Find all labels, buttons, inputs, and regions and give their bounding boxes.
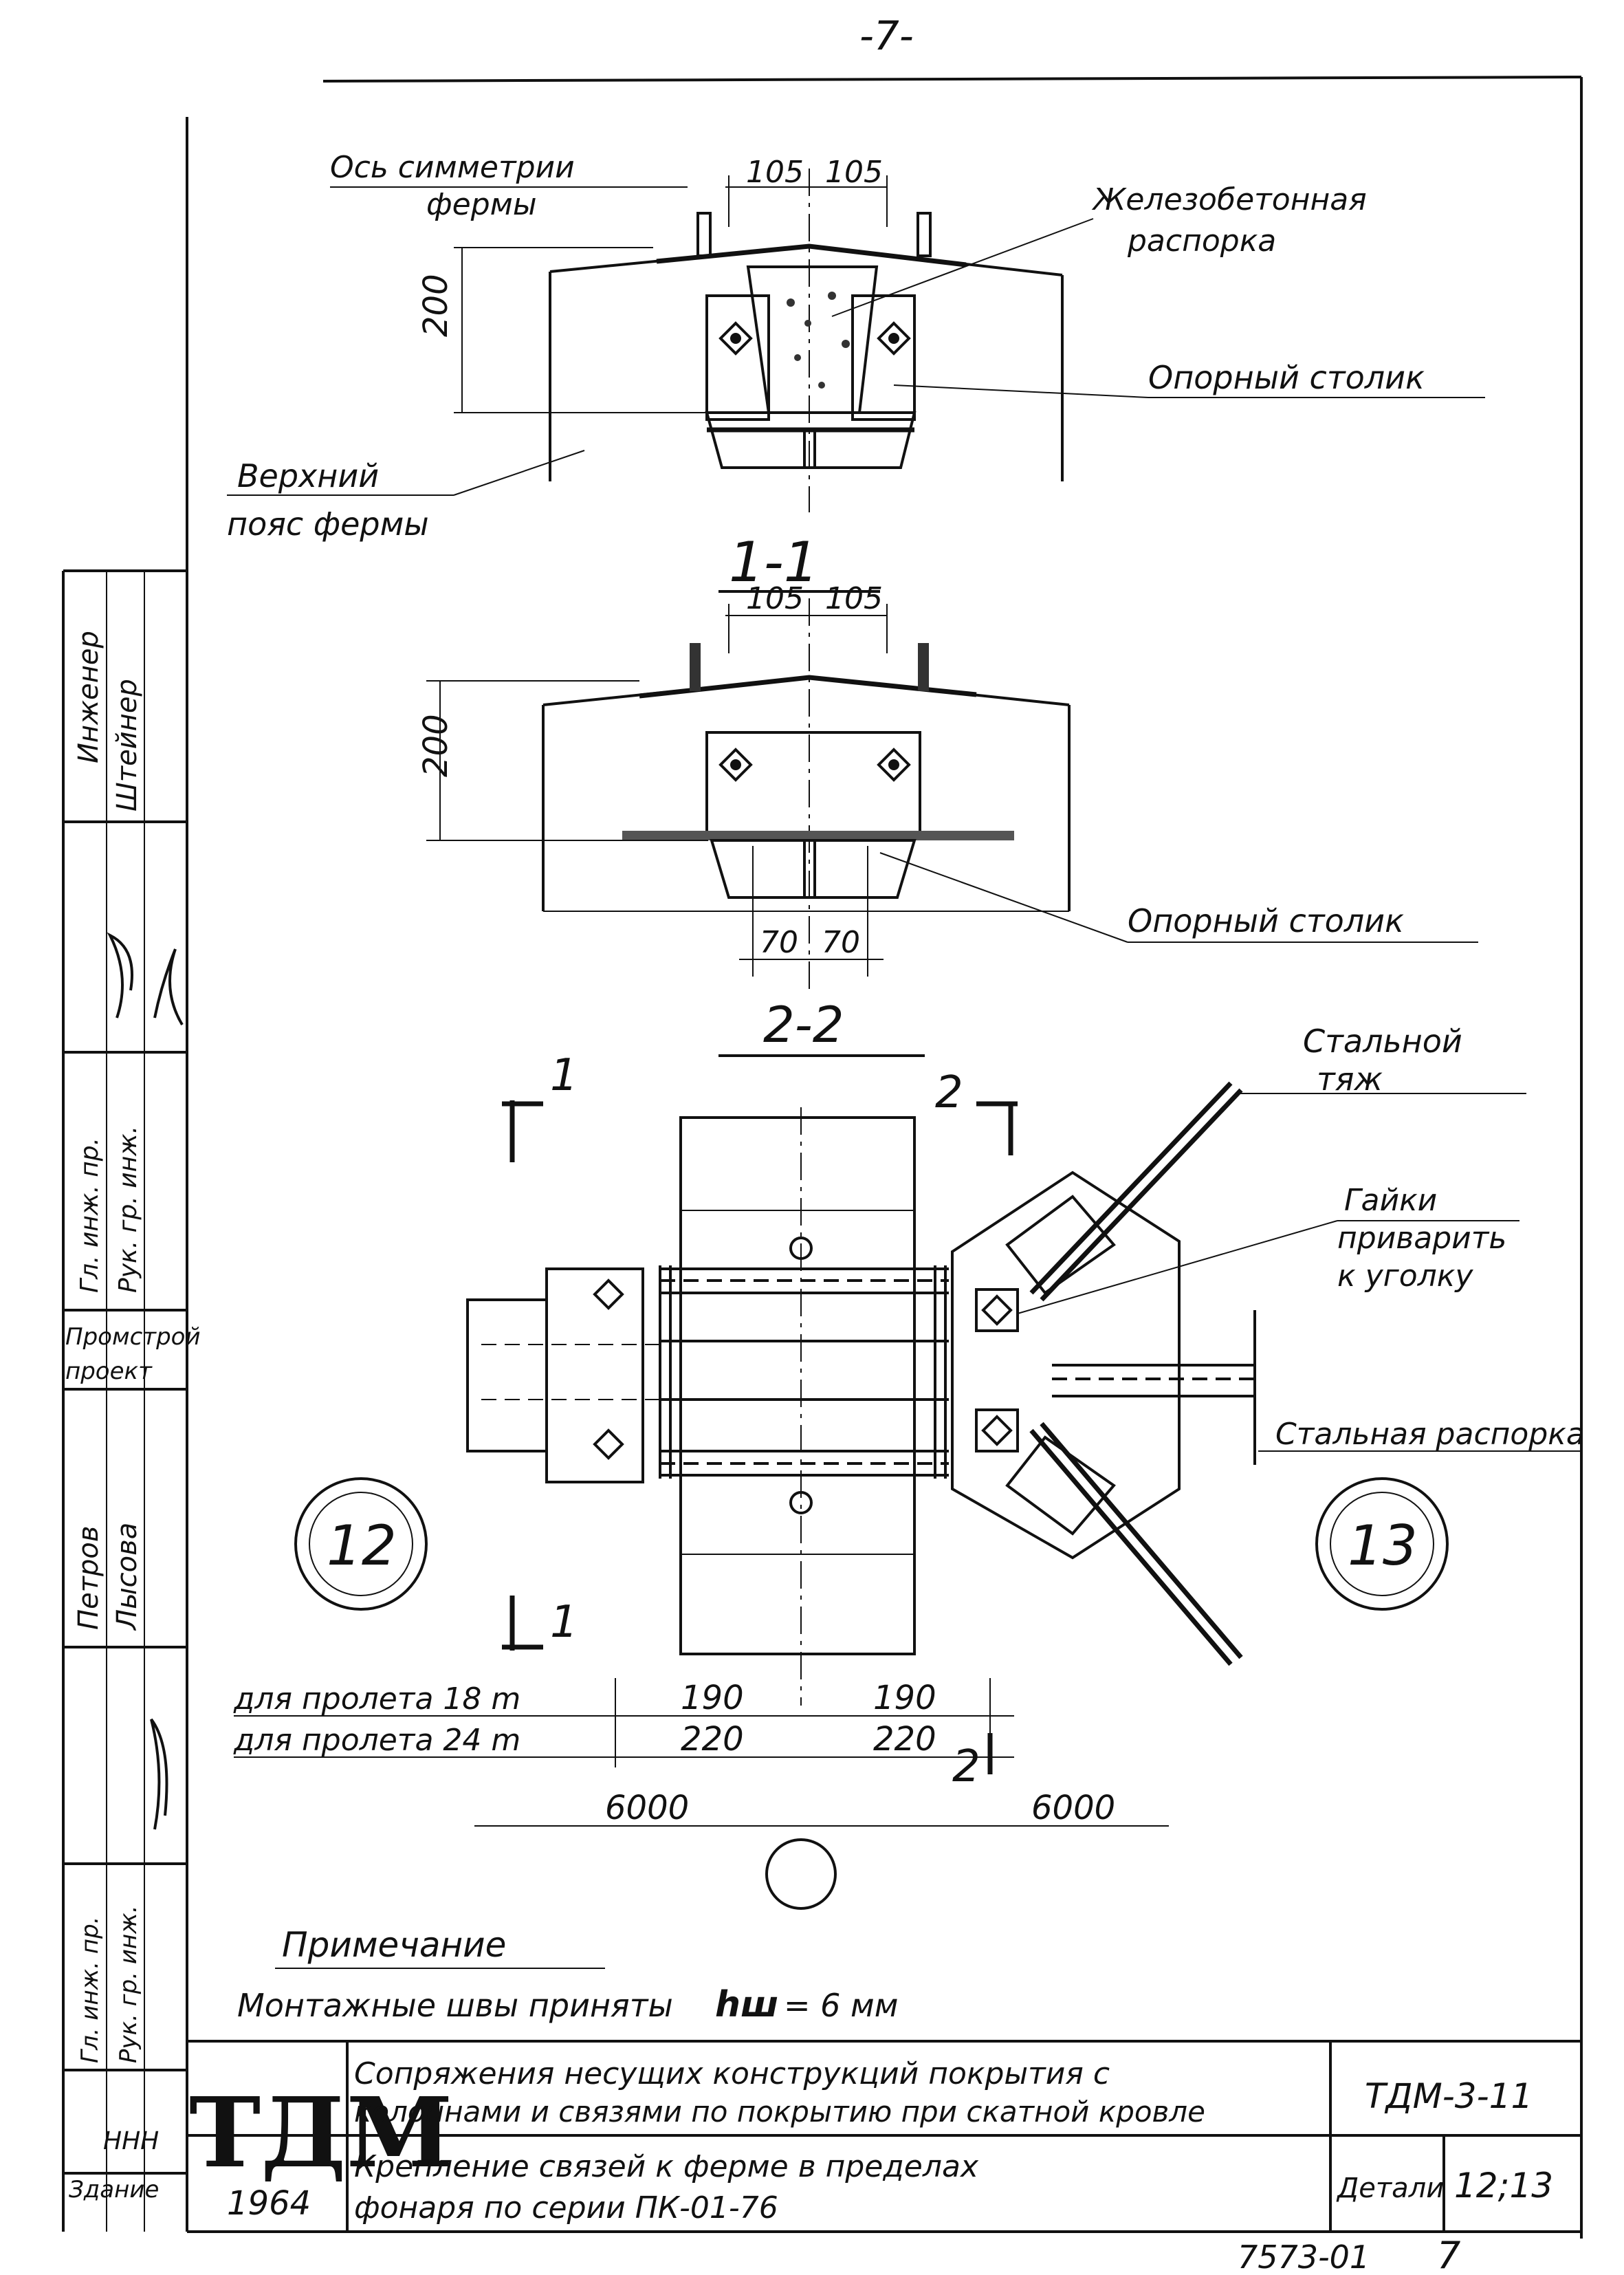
tie-label-2: тяж [1317,1060,1383,1098]
nut-bottom [975,1408,1019,1452]
symmetry-axis-label-2: фермы [426,187,537,222]
detail-label: Детали [1336,2173,1444,2204]
concrete-label-1: Железобетонная [1091,182,1367,217]
support-label-top: Опорный столик [1148,359,1425,396]
doc-code: ТДМ-3-11 [1365,2076,1533,2116]
support-plate-right [851,294,916,421]
nut-top [975,1288,1019,1332]
nuts-label-3: к уголку [1337,1259,1473,1294]
bolt-right [877,321,911,356]
top-chord-upper [549,244,1063,276]
cut-mark-right-top: 2 [935,1067,963,1118]
stamp-role-2: Гл. инж. пр. [76,1138,104,1293]
node-circle-13 [1315,1477,1449,1611]
left-strut-stub [466,1298,548,1452]
section-2-title: 2-2 [763,996,844,1054]
stamp-role-8: ННН [103,2127,159,2155]
subtitle-line-2: фонаря по серии ПК-01-76 [354,2190,778,2225]
s1-dim-right: 105 [825,581,883,616]
tie-rod-top [1029,1081,1233,1295]
dim-24-left: 220 [681,1720,744,1759]
anchor-stud-left [696,212,712,257]
stamp-role-7: Рук. гр. инж. [115,1905,142,2063]
span-24-label: для пролета 24 m [233,1723,520,1758]
section-1-1: 1-1 105 105 200 70 70 Опорный столик [417,530,1478,990]
s1-bottom-dim-right: 70 [822,925,860,960]
cut-mark-right-bottom: 2 [952,1741,980,1792]
s1-dim-left: 105 [746,581,804,616]
stamp-org-2: проект [65,1358,153,1385]
signature-3 [150,1718,168,1830]
support-plate-left [705,294,770,421]
tie-label-1: Стальной [1303,1023,1462,1060]
subtitle-line-1: Крепление связей к ферме в пределах [354,2149,979,2184]
concrete-label-2: распорка [1127,224,1276,259]
bracing-bars [659,1265,949,1479]
top-height-dim: 200 [417,274,455,337]
bolt-left [718,321,753,356]
span-left: 6000 [605,1789,689,1827]
node-label-12: 12 [327,1514,397,1578]
span-right: 6000 [1031,1789,1115,1827]
node-label-13: 13 [1348,1514,1418,1578]
truss-chord-plan [679,1116,916,1655]
gusset-plate [951,1171,1181,1560]
signature-2 [153,948,184,1026]
span-18-label: для пролета 18 m [233,1681,520,1717]
note-text-value: = 6 мм [784,1987,898,2024]
chord-label-1: Верхний [237,457,379,494]
stamp-role-1: Инженер [73,631,105,763]
dim-24-right: 220 [873,1720,936,1759]
top-dim-right: 105 [825,155,883,190]
title-line-1: Сопряжения несущих конструкций покрытия … [354,2056,1110,2091]
dim-18-right: 190 [873,1679,936,1717]
sheet-number: 7 [1437,2234,1460,2275]
cut-mark-left-bottom: 1 [550,1597,578,1648]
s1-height-dim: 200 [417,714,455,777]
stamp-name-1: Штейнер [111,679,143,812]
drawing-frame [186,76,1583,2239]
top-dim-left: 105 [746,155,804,190]
section-2-2: 2-2 1 2 [233,996,1585,1910]
stamp-role-3: Рук. гр. инж. [114,1126,142,1293]
stamp-org-1: Промстрой [65,1323,201,1351]
dim-18-left: 190 [681,1679,744,1717]
tie-rod-bottom [1029,1428,1233,1666]
s1-support-plates [705,731,921,837]
title-year: 1964 [227,2184,311,2223]
stamp-role-6: Гл. инж. пр. [76,1917,104,2063]
node-circle-12 [294,1477,428,1611]
note-text-prefix: Монтажные швы приняты [237,1987,673,2024]
detail-value: 12;13 [1454,2166,1553,2206]
stamp-name-3: Лысова [111,1523,143,1631]
anchor-stud-right [917,212,932,257]
chord-label-2: пояс фермы [227,505,429,543]
nuts-label-2: приварить [1337,1221,1506,1256]
note-title: Примечание [282,1925,506,1965]
support-label-s1: Опорный столик [1128,902,1404,939]
s1-bottom-dim-left: 70 [760,925,798,960]
sheet-code: 7573-01 [1238,2239,1370,2275]
title-logo: ТДМ [189,2077,453,2190]
section-1-title: 1-1 [729,530,819,594]
s1-base-plate [622,831,1014,840]
note: Примечание Монтажные швы приняты hш = 6 … [237,1925,898,2025]
title-line-2: колоннами и связями по покрытию при скат… [354,2095,1205,2129]
side-stamp: Инженер Штейнер Гл. инж. пр. Рук. гр. ин… [62,569,201,2232]
title-block: ТДМ 1964 Сопряжения несущих конструкций … [187,2041,1581,2275]
top-view: 105 105 200 Ось симметрии фермы Железобе… [227,150,1485,543]
symmetry-axis-label-1: Ось симметрии [330,150,575,185]
stamp-name-2: Петров [73,1526,105,1630]
column-axis-marker [765,1838,837,1910]
page-number: -7- [859,12,914,59]
nuts-label-1: Гайки [1344,1183,1437,1218]
strut-label: Стальная распорка [1275,1417,1585,1452]
support-table [705,411,917,469]
stamp-role-9: Здание [69,2176,159,2203]
note-weld-symbol: hш [715,1984,778,2025]
signature-1 [107,932,133,1019]
cut-mark-left-top: 1 [550,1050,578,1101]
